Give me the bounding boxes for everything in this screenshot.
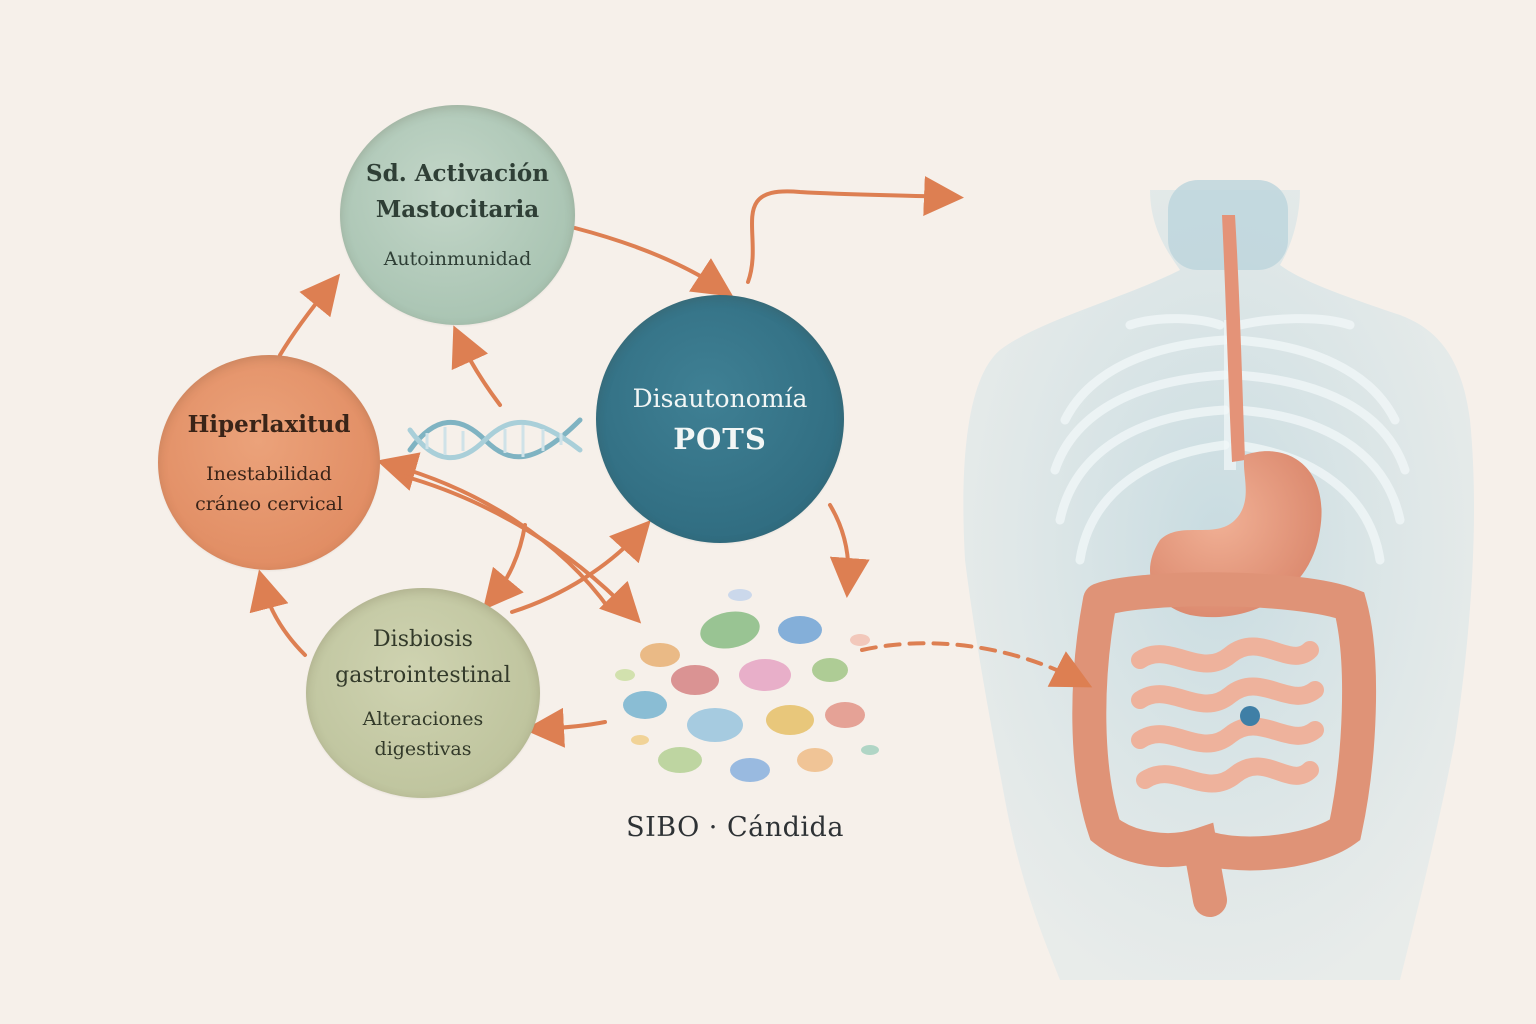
arrow-hiper-to-microbes bbox=[398, 473, 642, 624]
node-hiper-subtitle-1: Inestabilidad bbox=[206, 462, 332, 485]
microbes-cluster-icon bbox=[615, 589, 879, 782]
node-disb-title-1: Disbiosis bbox=[373, 627, 473, 652]
node-pots-title-1: Disautonomía bbox=[632, 384, 808, 413]
arrow-microbes-to-disb bbox=[524, 707, 607, 748]
arrow-cross-to-disb bbox=[482, 523, 527, 611]
arrow-dna-to-mast bbox=[451, 325, 502, 407]
arrow-microbes-to-gut bbox=[860, 641, 1093, 688]
arrow-hiper-to-mast bbox=[278, 273, 341, 357]
dna-helix-icon bbox=[407, 417, 583, 461]
node-mast-subtitle: Autoinmunidad bbox=[383, 248, 532, 270]
node-disautonomia-pots: Disautonomía POTS bbox=[596, 295, 844, 543]
microbes-caption: SIBO · Cándida bbox=[626, 812, 844, 843]
node-disbiosis-gastrointestinal: Disbiosis gastrointestinal Alteraciones … bbox=[306, 588, 540, 798]
node-hiperlaxitud: Hiperlaxitud Inestabilidad cráneo cervic… bbox=[158, 355, 380, 570]
node-pots-title-2: POTS bbox=[673, 422, 767, 456]
node-hiper-title: Hiperlaxitud bbox=[187, 410, 351, 438]
node-mast-title-2: Mastocitaria bbox=[375, 196, 540, 223]
node-disb-subtitle-1: Alteraciones bbox=[362, 708, 484, 730]
node-mast-title-1: Sd. Activación bbox=[366, 160, 549, 187]
arrow-mast-to-pots bbox=[573, 226, 734, 297]
arrow-disb-to-hiper bbox=[249, 569, 307, 657]
node-sd-activacion-mastocitaria: Sd. Activación Mastocitaria Autoinmunida… bbox=[340, 105, 575, 325]
arrow-pots-to-microbes bbox=[828, 503, 870, 598]
node-hiper-subtitle-2: cráneo cervical bbox=[195, 492, 343, 515]
node-disb-title-2: gastrointestinal bbox=[335, 663, 511, 688]
arrow-pots-to-right bbox=[746, 176, 964, 284]
arrow-microbes-to-hiper bbox=[376, 452, 612, 612]
node-disb-subtitle-2: digestivas bbox=[374, 738, 472, 760]
